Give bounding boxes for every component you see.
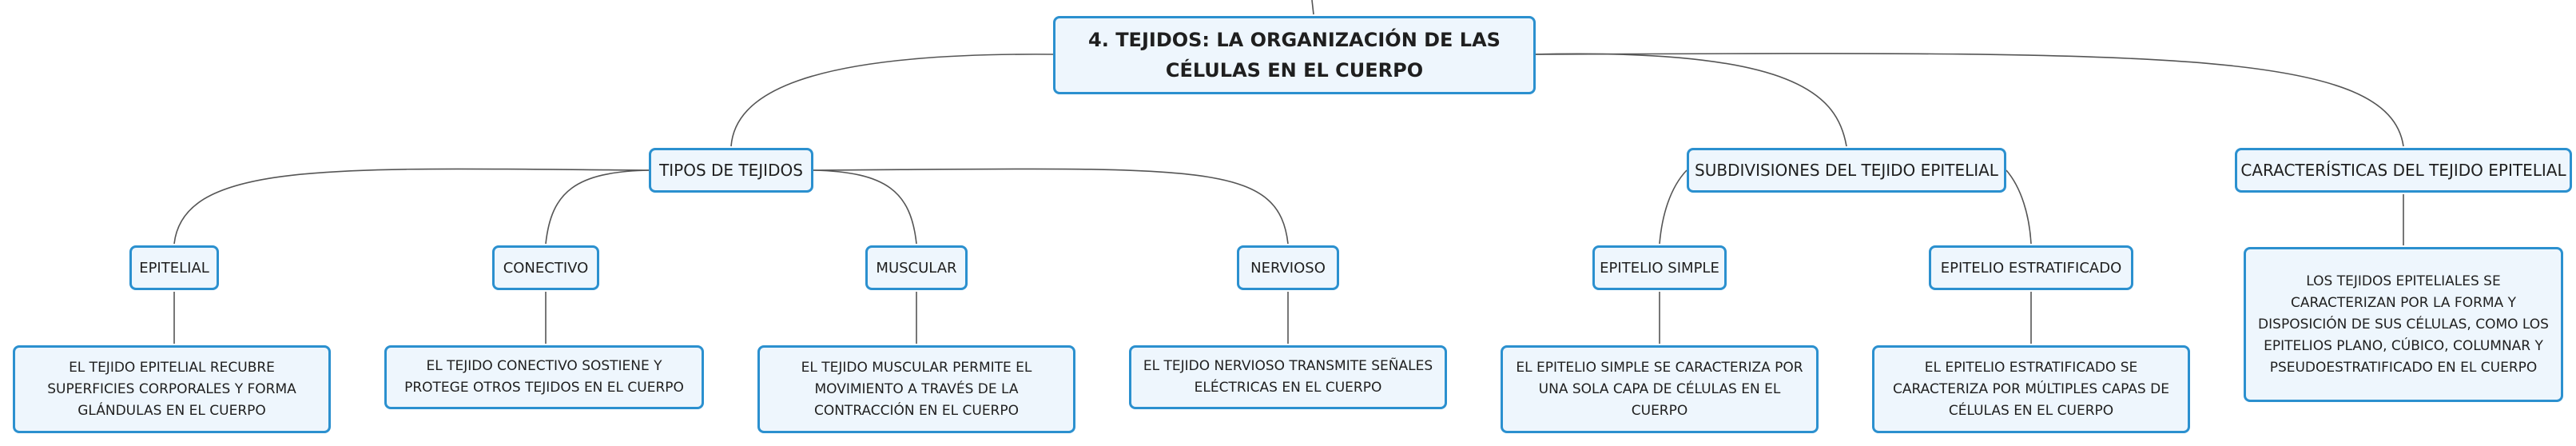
topic-tipos-de-tejidos[interactable]: TIPOS DE TEJIDOS — [649, 148, 813, 193]
subtopic-nervioso-label: NERVIOSO — [1250, 259, 1326, 277]
topic-caracteristicas-label: CARACTERÍSTICAS DEL TEJIDO EPITELIAL — [2240, 161, 2566, 180]
subtopic-simple-label: EPITELIO SIMPLE — [1600, 259, 1719, 277]
subtopic-conectivo[interactable]: CONECTIVO — [492, 245, 599, 290]
subtopic-estrat-label: EPITELIO ESTRATIFICADO — [1940, 259, 2122, 277]
connector-root-carac — [1533, 53, 2404, 147]
detail-conectivo-text: EL TEJIDO CONECTIVO SOSTIENE Y PROTEGE O… — [404, 358, 684, 396]
subtopic-epitelio-simple[interactable]: EPITELIO SIMPLE — [1592, 245, 1727, 290]
subtopic-epitelial[interactable]: EPITELIAL — [129, 245, 219, 290]
root-topic-node[interactable]: 4. TEJIDOS: LA ORGANIZACIÓN DE LAS CÉLUL… — [1053, 16, 1536, 94]
detail-caracteristicas[interactable]: LOS TEJIDOS EPITELIALES SE CARACTERIZAN … — [2244, 247, 2563, 402]
subtopic-epitelial-label: EPITELIAL — [139, 259, 209, 277]
subtopic-muscular[interactable]: MUSCULAR — [865, 245, 968, 290]
root-topic-label: 4. TEJIDOS: LA ORGANIZACIÓN DE LAS CÉLUL… — [1088, 29, 1501, 82]
detail-caracteristicas-text: LOS TEJIDOS EPITELIALES SE CARACTERIZAN … — [2258, 273, 2549, 376]
detail-epitelio-estratificado[interactable]: EL EPITELIO ESTRATIFICADO SE CARACTERIZA… — [1872, 345, 2190, 433]
connector-tipos-muscular — [813, 169, 917, 245]
connector-tipos-nervioso — [813, 168, 1289, 245]
detail-nervioso[interactable]: EL TEJIDO NERVIOSO TRANSMITE SEÑALES ELÉ… — [1129, 345, 1447, 409]
topic-tipos-label: TIPOS DE TEJIDOS — [659, 161, 803, 180]
subtopic-nervioso[interactable]: NERVIOSO — [1237, 245, 1339, 290]
topic-caracteristicas[interactable]: CARACTERÍSTICAS DEL TEJIDO EPITELIAL — [2235, 148, 2572, 193]
detail-simple-text: EL EPITELIO SIMPLE SE CARACTERIZA POR UN… — [1516, 359, 1803, 419]
topic-subdivisiones[interactable]: SUBDIVISIONES DEL TEJIDO EPITELIAL — [1687, 148, 2006, 193]
detail-estrat-text: EL EPITELIO ESTRATIFICADO SE CARACTERIZA… — [1893, 359, 2169, 419]
subtopic-epitelio-estratificado[interactable]: EPITELIO ESTRATIFICADO — [1929, 245, 2133, 290]
connector-root-tipos — [730, 54, 1055, 147]
connector-subdiv-simple — [1659, 169, 1688, 245]
detail-muscular-text: EL TEJIDO MUSCULAR PERMITE EL MOVIMIENTO… — [801, 359, 1032, 419]
detail-muscular[interactable]: EL TEJIDO MUSCULAR PERMITE EL MOVIMIENTO… — [757, 345, 1075, 433]
connector-tipos-conectivo — [545, 169, 650, 245]
connector-tipos-epitelial — [173, 168, 650, 245]
connector-subdiv-estrat — [2006, 169, 2032, 245]
detail-epitelio-simple[interactable]: EL EPITELIO SIMPLE SE CARACTERIZA POR UN… — [1501, 345, 1819, 433]
topic-subdivisiones-label: SUBDIVISIONES DEL TEJIDO EPITELIAL — [1695, 161, 1998, 180]
detail-epitelial[interactable]: EL TEJIDO EPITELIAL RECUBRE SUPERFICIES … — [13, 345, 331, 433]
detail-nervioso-text: EL TEJIDO NERVIOSO TRANSMITE SEÑALES ELÉ… — [1143, 358, 1433, 396]
subtopic-conectivo-label: CONECTIVO — [503, 259, 589, 277]
detail-conectivo[interactable]: EL TEJIDO CONECTIVO SOSTIENE Y PROTEGE O… — [384, 345, 704, 409]
detail-epitelial-text: EL TEJIDO EPITELIAL RECUBRE SUPERFICIES … — [47, 359, 296, 419]
connector-root-subdiv — [1533, 53, 1847, 147]
subtopic-muscular-label: MUSCULAR — [876, 259, 957, 277]
connector-root-up — [1311, 0, 1314, 15]
